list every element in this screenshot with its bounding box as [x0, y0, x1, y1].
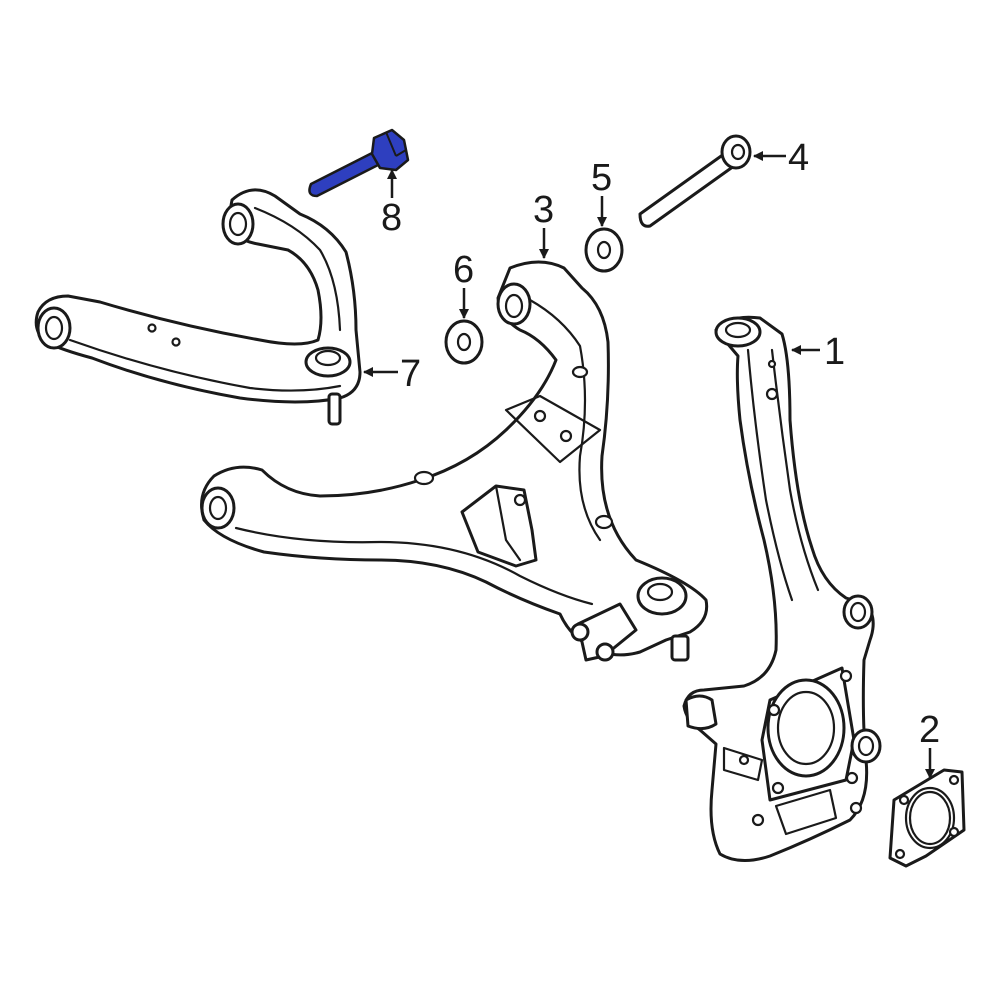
- callout-7-label: 7: [400, 353, 421, 395]
- callout-1-label: 1: [824, 331, 845, 373]
- callout-3-label: 3: [533, 189, 554, 231]
- callout-6-label: 6: [453, 249, 474, 291]
- callout-4: 4: [753, 137, 809, 179]
- callout-5: 5: [591, 157, 612, 227]
- part-6-washer[interactable]: [444, 319, 484, 365]
- part-7-upper-control-arm[interactable]: [34, 188, 362, 426]
- callout-6: 6: [453, 249, 474, 319]
- callout-2-label: 2: [919, 709, 940, 751]
- callout-8-label: 8: [381, 197, 402, 239]
- part-4-bolt[interactable]: [638, 134, 752, 228]
- callout-1: 1: [791, 331, 845, 373]
- callout-3: 3: [533, 189, 554, 259]
- callout-4-label: 4: [788, 137, 809, 179]
- part-8-bolt-highlighted[interactable]: [308, 128, 410, 198]
- callout-7: 7: [363, 353, 421, 395]
- part-1-steering-knuckle[interactable]: [682, 315, 882, 862]
- callout-5-label: 5: [591, 157, 612, 199]
- part-3-lower-control-arm[interactable]: [200, 260, 709, 662]
- part-2-gasket[interactable]: [888, 768, 966, 868]
- part-5-washer[interactable]: [584, 227, 624, 273]
- callout-2: 2: [919, 709, 940, 779]
- callout-8: 8: [381, 169, 402, 239]
